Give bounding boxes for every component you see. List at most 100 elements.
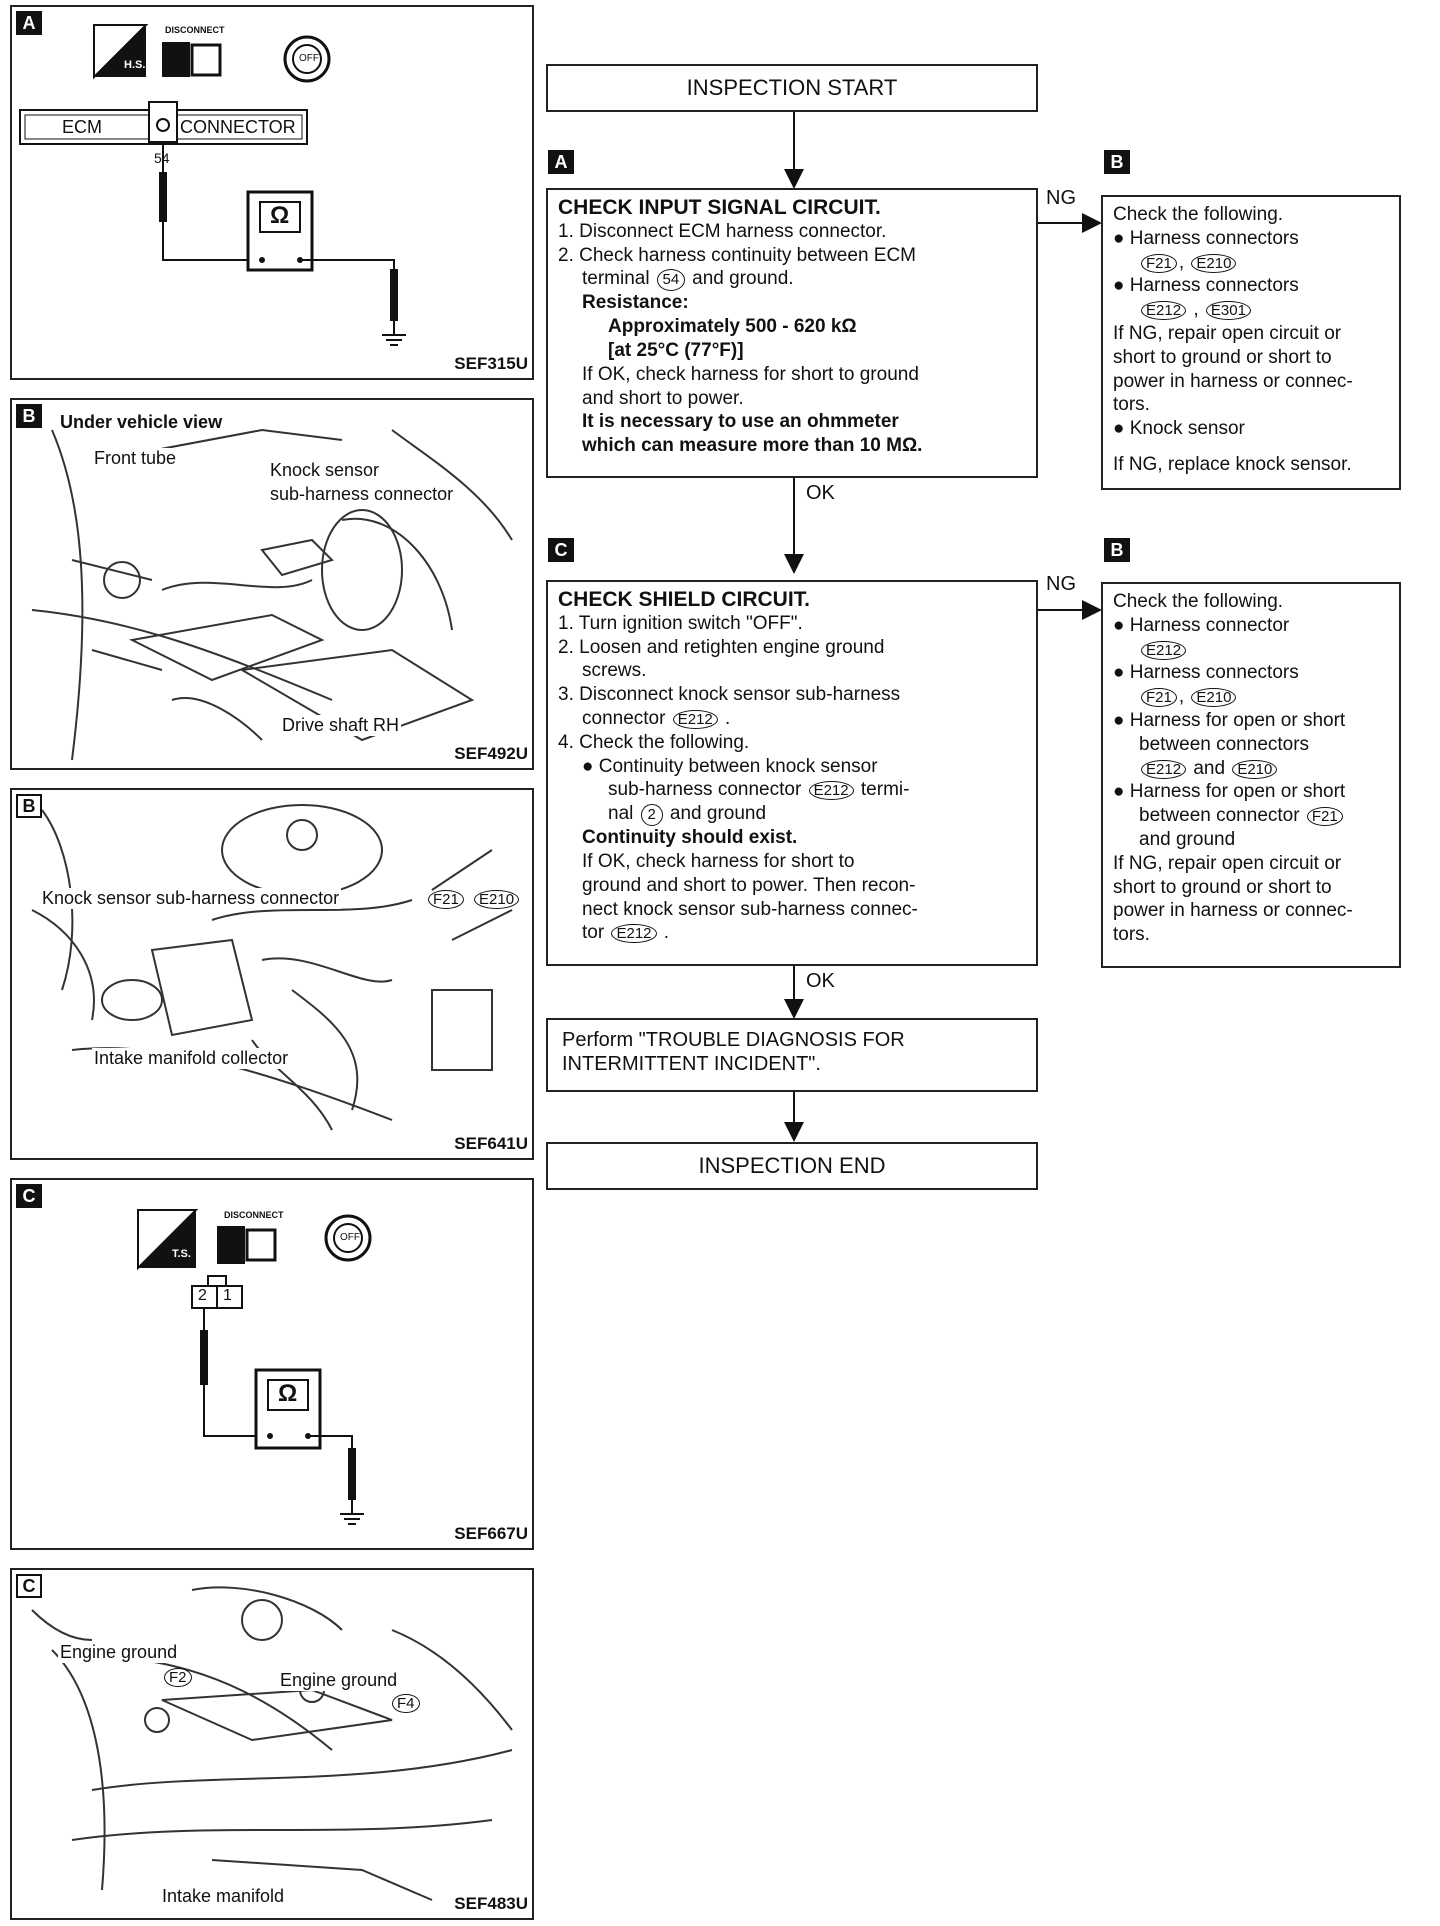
pin-number: 54 [154,150,170,166]
step-a-line3: terminal 54 and ground. [582,268,794,292]
step-a-heading: CHECK INPUT SIGNAL CIRCUIT. [558,196,881,219]
ng-label-c: NG [1046,573,1076,595]
step-c-l8: sub-harness connector E212 termi- [608,779,910,801]
panel-c-engine-ground: C Engine ground F2 Engine ground F4 Inta… [10,1568,534,1920]
under-vehicle-illustration [31,428,513,761]
check-c-i2: ● Harness connectors [1113,662,1299,684]
pin-1-label: 1 [223,1287,232,1304]
step-c-l9: nal 2 and ground [608,803,767,827]
engine-ground-label-1: Engine ground [58,1642,180,1663]
figure-code: SEF492U [454,744,528,763]
panel-a-ecm-diagram: A H.S. DISCONNECT OFF ECM CONNECTOR 5 [10,5,534,380]
check-a-repair-2: short to ground or short to [1113,346,1332,368]
step-c-l6: 4. Check the following. [558,731,750,753]
step-c-l12: nect knock sensor sub-harness connec- [582,898,918,920]
inspection-start-box: INSPECTION START [546,64,1038,112]
step-a-line4: If OK, check harness for short to ground [582,363,919,385]
ok-label-c: OK [806,970,835,992]
knock-sensor-sub-harness-label: Knock sensor sub-harness connector [40,888,342,909]
check-c-i3b: between connectors [1139,733,1310,755]
check-c-i4: ● Harness for open or short [1113,781,1346,803]
step-a-line5: and short to power. [582,387,744,409]
connector-e210-badge: E210 [472,888,521,909]
front-tube-label: Front tube [92,448,179,469]
ohm-symbol: Ω [270,202,290,229]
step-a-line1: 1. Disconnect ECM harness connector. [558,220,887,242]
step-a-line2: 2. Check harness continuity between ECM [558,244,917,266]
check-a-letter: B [1104,150,1130,174]
check-c-r1: If NG, repair open circuit or [1113,852,1342,874]
check-c-letter: B [1104,538,1130,562]
step-c-l3: screws. [582,660,647,682]
check-c-c1: E212 [1113,638,1389,662]
step-c-l1: 1. Turn ignition switch "OFF". [558,612,803,634]
continuity-note: Continuity should exist. [582,827,798,849]
check-c-c4: E212 and E210 [1113,757,1389,781]
connector-label: CONNECTOR [180,117,296,137]
check-c-i4c: and ground [1139,828,1236,850]
check-a-repair-3: power in harness or connec- [1113,370,1353,392]
step-c-l7: ● Continuity between knock sensor [582,755,878,777]
step-c-l13: tor E212 . [582,922,670,944]
off-label: OFF [299,53,319,64]
resistance-label: Resistance: [582,292,689,314]
connector-f4-badge: F4 [390,1692,422,1713]
check-a-item1: ● Harness connectors [1113,227,1299,249]
hs-label: H.S. [124,59,146,71]
step-c-l10: If OK, check harness for short to [582,850,855,872]
check-following-box-c: Check the following. ● Harness connector… [1101,582,1401,968]
perform-line2: INTERMITTENT INCIDENT". [562,1053,821,1075]
disconnect-label: DISCONNECT [224,1210,284,1220]
connector-f21-badge: F21 [426,888,466,909]
ng-label-a: NG [1046,187,1076,209]
ohmmeter-note-1: It is necessary to use an ohmmeter [582,411,899,433]
step-a-check-input-signal: CHECK INPUT SIGNAL CIRCUIT. 1. Disconnec… [546,188,1038,478]
panel-letter: C [16,1574,42,1598]
panel-letter: B [16,404,42,428]
check-a-item3: ● Knock sensor [1113,418,1245,440]
step-c-l4: 3. Disconnect knock sensor sub-harness [558,684,901,706]
under-vehicle-heading: Under vehicle view [58,412,225,433]
figure-code: SEF315U [454,354,528,373]
ohm-symbol: Ω [278,1380,298,1407]
connector-f2-badge: F2 [162,1666,194,1687]
panel-letter: C [16,1184,42,1208]
intake-manifold-label: Intake manifold [160,1886,287,1907]
engine-ground-label-2: Engine ground [278,1670,400,1691]
pin-2-label: 2 [198,1287,207,1304]
check-c-r4: tors. [1113,924,1150,946]
ts-label: T.S. [172,1248,191,1260]
check-a-connectors-1: F21, E210 [1113,251,1389,275]
knock-sensor-label: Knock sensor [268,460,382,481]
step-c-heading: CHECK SHIELD CIRCUIT. [558,588,811,611]
panel-c-shield-diagram: C T.S. DISCONNECT OFF 2 1 Ω SEF667U [10,1178,534,1550]
check-c-i4b: between connector F21 [1113,804,1389,828]
panel-b-knock-sensor-connector: B Knock sensor sub-harness connector F21… [10,788,534,1160]
step-c-l2: 2. Loosen and retighten engine ground [558,636,885,658]
check-c-i3: ● Harness for open or short [1113,709,1346,731]
perform-line1: Perform "TROUBLE DIAGNOSIS FOR [562,1029,905,1051]
check-c-r3: power in harness or connec- [1113,900,1353,922]
check-c-c2: F21, E210 [1113,685,1389,709]
perform-trouble-diagnosis-box: Perform "TROUBLE DIAGNOSIS FOR INTERMITT… [546,1018,1038,1092]
disconnect-label: DISCONNECT [165,25,225,35]
check-c-r2: short to ground or short to [1113,876,1332,898]
shield-circuit-drawing [137,1209,372,1525]
check-c-intro: Check the following. [1113,591,1284,612]
step-c-letter: C [548,538,574,562]
ok-label-a: OK [806,482,835,504]
figure-code: SEF483U [454,1894,528,1913]
step-c-check-shield-circuit: CHECK SHIELD CIRCUIT. 1. Turn ignition s… [546,580,1038,966]
engine-ground-illustration [31,1586,513,1901]
ecm-label: ECM [62,117,102,137]
panel-b-under-vehicle: B Under vehicle view Front tube Knock se… [10,398,534,770]
terminal-54-badge: 54 [656,269,685,292]
check-a-repair-4: tors. [1113,394,1150,416]
inspection-end-box: INSPECTION END [546,1142,1038,1190]
check-a-repair-1: If NG, repair open circuit or [1113,322,1342,344]
figure-code: SEF667U [454,1524,528,1543]
check-following-box-a: Check the following. ● Harness connector… [1101,195,1401,490]
check-a-item2: ● Harness connectors [1113,275,1299,297]
sub-harness-connector-label: sub-harness connector [268,484,456,505]
